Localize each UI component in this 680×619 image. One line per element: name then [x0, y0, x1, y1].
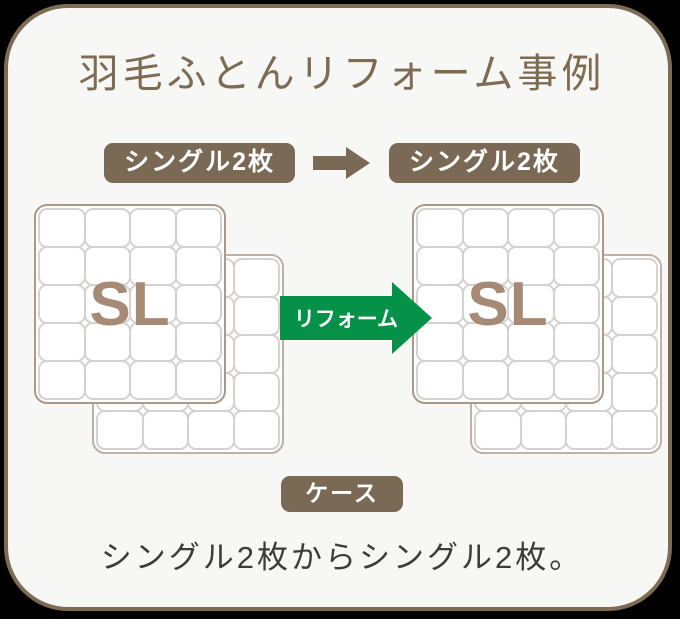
quilt-cell [232, 334, 280, 374]
quilt-cell [461, 322, 509, 362]
badge-before: シングル2枚 [104, 142, 295, 184]
quilt-cell [174, 284, 222, 324]
reform-arrow-label: リフォーム [293, 308, 399, 331]
illustration-stage: SL リフォーム [8, 204, 668, 454]
quilt-cell [129, 360, 177, 400]
quilt-cell [83, 284, 131, 324]
caption-text: シングル2枚からシングル2枚。 [100, 540, 584, 575]
quilt-cell [610, 334, 658, 374]
quilt-cell [610, 410, 658, 450]
quilt-cell [552, 360, 600, 400]
quilt-cell [610, 296, 658, 336]
quilt-cell [232, 372, 280, 412]
quilt-cell [129, 208, 177, 248]
page-title: 羽毛ふとんリフォーム事例 [78, 52, 606, 96]
quilt-cell [552, 284, 600, 324]
quilt-cell [38, 360, 86, 400]
quilt-cell [129, 322, 177, 362]
quilt-cell [416, 208, 464, 248]
quilt-cell [461, 360, 509, 400]
quilt-cell [83, 322, 131, 362]
quilt-cell [38, 208, 86, 248]
quilt-front-after [412, 204, 604, 404]
quilt-cell [507, 322, 555, 362]
quilt-cell [232, 296, 280, 336]
quilt-cell [83, 208, 131, 248]
quilt-cell [507, 246, 555, 286]
quilt-cell [461, 208, 509, 248]
before-after-badge-row: シングル2枚 シングル2枚 [8, 140, 668, 186]
quilt-cell [232, 258, 280, 298]
case-badge-row: ケース [8, 476, 668, 513]
quilt-cell [141, 410, 189, 450]
quilt-cell [474, 410, 522, 450]
quilt-cell [461, 246, 509, 286]
quilt-cell [552, 322, 600, 362]
quilt-cell [83, 360, 131, 400]
quilt-cell [129, 246, 177, 286]
quilt-cell [519, 410, 567, 450]
quilt-cell [461, 284, 509, 324]
case-badge: ケース [281, 476, 403, 513]
quilt-cell [96, 410, 144, 450]
quilt-cell [174, 246, 222, 286]
quilt-cell [416, 360, 464, 400]
quilt-cell [552, 208, 600, 248]
badge-after: シングル2枚 [389, 142, 580, 184]
arrow-right-icon [313, 146, 371, 180]
quilt-cell [610, 258, 658, 298]
quilt-cell [38, 246, 86, 286]
futon-group-after: SL [412, 204, 662, 454]
quilt-cell [507, 284, 555, 324]
quilt-cell [83, 246, 131, 286]
reform-arrow: リフォーム [280, 282, 432, 354]
quilt-cell [552, 246, 600, 286]
quilt-front-before [34, 204, 226, 404]
quilt-cell [416, 246, 464, 286]
quilt-cell [38, 322, 86, 362]
quilt-cell [610, 372, 658, 412]
quilt-cell [187, 410, 235, 450]
futon-group-before: SL [34, 204, 284, 454]
quilt-cell [416, 322, 464, 362]
quilt-cell [507, 360, 555, 400]
quilt-cell [174, 208, 222, 248]
quilt-cell [174, 360, 222, 400]
quilt-cell [565, 410, 613, 450]
quilt-cell [38, 284, 86, 324]
quilt-cell [507, 208, 555, 248]
quilt-cell [232, 410, 280, 450]
quilt-cell [174, 322, 222, 362]
reform-example-card: 羽毛ふとんリフォーム事例 シングル2枚 シングル2枚 [4, 4, 672, 611]
quilt-cell [129, 284, 177, 324]
